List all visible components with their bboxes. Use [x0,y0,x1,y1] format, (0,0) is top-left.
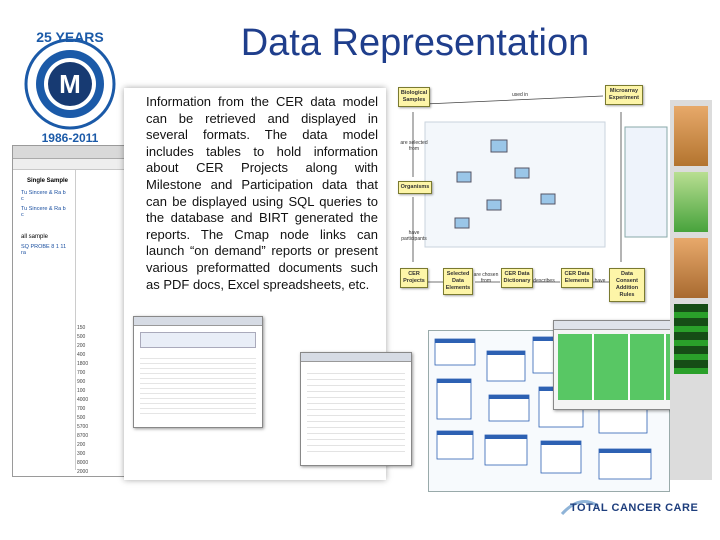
cmap-node[interactable]: Organisms [398,181,432,194]
cmap-node[interactable]: CER Data Dictionary [501,268,533,288]
side-value: 500 [77,415,86,421]
schema-table-header [435,339,475,343]
cmap-link-label: used in [511,92,529,98]
database-schema-diagram [428,330,670,492]
swoosh-icon [560,500,599,516]
side-value: 900 [77,379,86,385]
side-value: 200 [77,442,86,448]
moffitt-25-years-logo: M 25 YEARS 1986-2011 [10,14,130,145]
schema-table-header [489,395,529,399]
cmap-link-label: are selected from [400,140,428,152]
schema-table-header [437,431,473,435]
cmap-node[interactable]: Biological Samples [398,87,430,107]
side-value: 400 [77,352,86,358]
side-value: 2000 [77,469,89,475]
cmap-node[interactable]: Selected Data Elements [443,268,473,295]
birt-report-thumbnail [300,352,412,466]
schema-table-box [598,448,652,480]
sidebar-link: Tu Sincere & Ra b c [21,190,66,202]
sidebar-link: SQ PROBE 8 1 11 ra [21,244,67,256]
cmap-link-label: have [594,278,606,284]
schema-table-header [485,435,527,439]
side-value: 700 [77,370,86,376]
schema-table-box [484,434,528,466]
genomics-browser-screenshot: Single Sample Tu Sincere & Ra b c Tu Sin… [12,145,132,477]
browser-navbar [13,159,131,170]
total-cancer-care-logo: TOTAL CANCER CARE [560,492,710,522]
side-value: 8700 [77,433,89,439]
side-value: 1800 [77,361,89,367]
pdf-report-thumbnail [133,316,263,428]
side-value: 500 [77,334,86,340]
side-value: 4000 [77,397,89,403]
logo-years-text: 25 YEARS [36,29,103,45]
cmap-link-label: describes [533,278,555,284]
side-value: 100 [77,388,86,394]
cmap-link-label: have participants [401,230,427,242]
schema-table-header [599,449,651,453]
right-screenshot-strip [670,100,712,480]
side-value: 700 [77,406,86,412]
schema-table-box [488,394,530,422]
cmap-node[interactable]: CER Data Elements [561,268,593,288]
side-value: 150 [77,325,86,331]
side-value: 300 [77,451,86,457]
slide-body-text: Information from the CER data model can … [146,94,378,292]
logo-letter: M [59,69,81,99]
cmap-node[interactable]: Microarray Experiment [605,85,643,105]
schema-table-box [486,350,526,382]
browser-sidebar: Single Sample Tu Sincere & Ra b c Tu Sin… [13,170,76,470]
schema-table-box [436,430,474,460]
schema-table-box [436,378,472,420]
side-values-column: 150 500 200 400 1800 700 900 100 4000 700 500 5700 8… [77,324,127,476]
schema-table-header [437,379,471,383]
schema-table-header [487,351,525,355]
side-value: 200 [77,343,86,349]
sidebar-link: Tu Sincere & Ra b c [21,206,66,218]
side-value: 5700 [77,424,89,430]
logo-dates-text: 1986-2011 [42,131,99,144]
schema-table-header [541,441,581,445]
schema-table-box [540,440,582,474]
cmap-concept-map: Biological Samples Microarray Experiment… [395,82,675,322]
brand-name: TOTAL CANCER CARE [570,502,699,514]
browser-menubar [13,146,131,159]
cmap-node[interactable]: CER Projects [400,268,428,288]
cmap-node[interactable]: Data Consent Addition Rules [609,268,645,302]
cmap-link-label: are chosen from [473,272,499,284]
sidebar-title: Single Sample [27,178,69,184]
side-value: 8000 [77,460,89,466]
sidebar-subtitle: all sample [21,234,49,240]
slide-title: Data Representation [240,22,590,64]
